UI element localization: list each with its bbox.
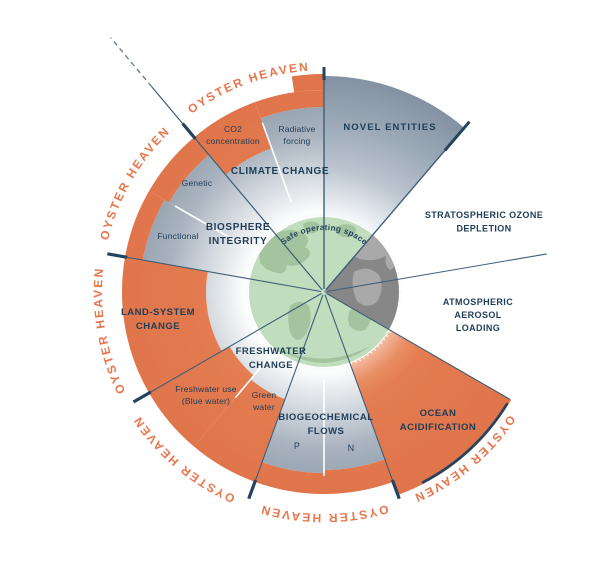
subsector-label-freshwater-use-blue-water: Freshwater use <box>175 384 236 394</box>
subsector-label-functional: Functional <box>157 231 198 241</box>
subsector-label-phosphorus: P <box>294 441 300 451</box>
continent-shape <box>303 221 320 234</box>
overshoot-wedge-radiative-forcing <box>254 90 324 119</box>
sector-label-land-system-change: LAND-SYSTEM <box>121 307 195 318</box>
overshoot-wedge-green-water <box>194 379 286 482</box>
subsector-divider-line <box>261 122 292 203</box>
overshoot-extension-wedge <box>291 74 324 93</box>
sector-label-ocean-acidification: OCEAN <box>420 408 457 419</box>
rim-tick <box>390 479 401 500</box>
sector-label-freshwater-change: FRESHWATER <box>236 346 307 357</box>
overshoot-wedge-freshwater-use-blue-water <box>149 346 254 447</box>
sector-divider-line <box>326 253 547 293</box>
rim-tick <box>132 390 152 404</box>
continent-shape <box>352 268 382 306</box>
subsector-label-co2-concentration: CO2 <box>224 124 242 134</box>
overshoot-wedge-phosphorus <box>324 459 394 494</box>
continent-shape <box>334 224 356 238</box>
subsector-label-green-water: Green <box>252 390 277 400</box>
sector-divider-line <box>147 293 322 395</box>
subsector-label-freshwater-use-blue-water: (Blue water) <box>182 396 230 406</box>
sector-divider-line <box>151 86 323 291</box>
subsector-label-radiative-forcing: Radiative <box>278 124 315 134</box>
sector-label-biogeochemical-flows: BIOGEOCHEMICAL <box>278 412 373 423</box>
rim-tick <box>181 122 197 140</box>
subsector-label-green-water: water <box>252 402 275 412</box>
sector-label-biogeochemical-flows: FLOWS <box>308 426 345 437</box>
oyster-heaven-arc-label: OYSTER HEAVEN <box>258 502 390 525</box>
sector-divider-line <box>326 293 511 400</box>
sector-label-biosphere-integrity: INTEGRITY <box>209 236 268 247</box>
subsector-label-nitrogen: N <box>348 443 355 453</box>
overshoot-wedge-nitrogen <box>254 462 324 494</box>
sector-wedge <box>349 330 512 495</box>
sector-label-freshwater-change: CHANGE <box>249 360 293 371</box>
earth-globe <box>246 214 402 370</box>
divider-tip-line <box>443 120 471 152</box>
sector-ocean-acidification <box>349 330 512 495</box>
subsector-label-genetic: Genetic <box>182 178 213 188</box>
subsector-divider-line <box>174 205 245 247</box>
sector-label-biosphere-integrity: BIOSPHERE <box>206 222 270 233</box>
rim-tick <box>107 252 128 259</box>
subsector-label-co2-concentration: concentration <box>206 136 260 146</box>
rim-tick <box>247 479 258 500</box>
sector-label-atmospheric-aerosol-loading: AEROSOL <box>454 310 501 320</box>
ocean-acidification-outer-arc <box>421 402 509 484</box>
sector-label-atmospheric-aerosol-loading: ATMOSPHERIC <box>443 297 513 307</box>
subsector-label-radiative-forcing: forcing <box>284 136 311 146</box>
subsector-divider-line <box>234 360 267 399</box>
sector-label-stratospheric-ozone-depletion: STRATOSPHERIC OZONE <box>425 210 543 220</box>
overshoot-wedge-co2-concentration <box>194 102 272 175</box>
sector-divider-line <box>324 294 395 486</box>
sector-divider-line <box>123 256 322 293</box>
overshoot-wedge-genetic <box>149 137 209 203</box>
overshoot-wedge-land <box>121 256 222 393</box>
boundary-extension-dashed-line <box>110 37 153 88</box>
overshoot-wedge-functional <box>125 191 165 261</box>
sector-label-novel-entities: NOVEL ENTITIES <box>343 122 436 133</box>
continent-shape <box>288 301 311 340</box>
sector-divider-line <box>253 294 324 484</box>
sector-label-climate-change: CLIMATE CHANGE <box>231 166 329 177</box>
sector-label-land-system-change: CHANGE <box>136 321 180 332</box>
sector-label-stratospheric-ozone-depletion: DEPLETION <box>456 224 511 234</box>
continent-shape <box>278 346 370 363</box>
sector-label-atmospheric-aerosol-loading: LOADING <box>456 323 500 333</box>
globe-dotted-ring <box>246 214 402 370</box>
sector-label-ocean-acidification: ACIDIFICATION <box>400 422 477 433</box>
continent-shape <box>259 229 310 274</box>
